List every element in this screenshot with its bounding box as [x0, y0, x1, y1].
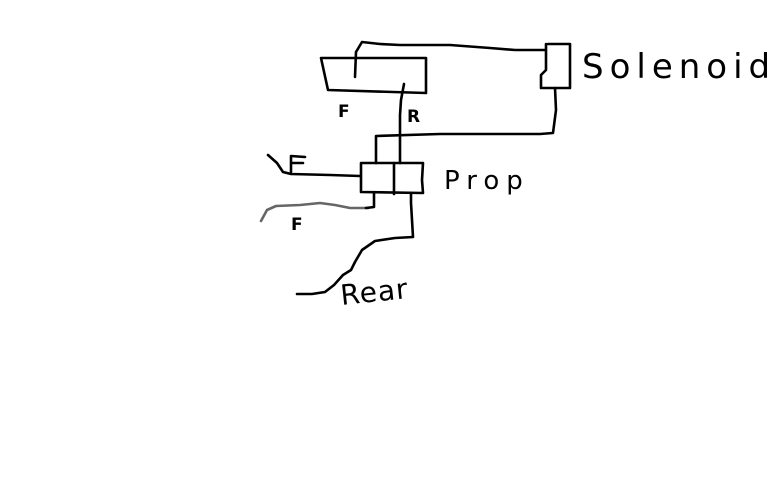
master-rear-to-prop-line	[398, 82, 406, 165]
prop-valve-box	[359, 161, 425, 195]
solenoid-label: Solenoid	[582, 47, 768, 87]
master-front-port-label: F	[338, 102, 350, 122]
master-to-solenoid-line	[353, 40, 547, 79]
front-line-1-f-glyph	[289, 154, 307, 174]
rear-line	[295, 191, 415, 296]
front-line-1	[266, 153, 362, 178]
rear-line-label: Rear	[338, 272, 410, 312]
master-rear-port-label: R	[407, 107, 421, 127]
prop-valve-label: Prop	[444, 166, 530, 196]
solenoid-box	[539, 42, 572, 90]
front-line-2	[259, 201, 370, 223]
front-line-2-joint	[364, 191, 376, 210]
front-line-2-label: F	[291, 215, 303, 235]
master-cylinder-box	[319, 56, 428, 95]
solenoid-to-prop-line	[374, 86, 558, 165]
